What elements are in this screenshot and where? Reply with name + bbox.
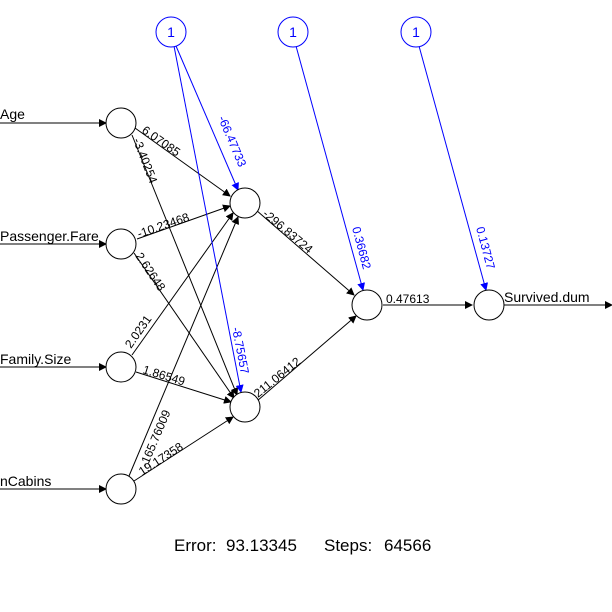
- bias-node-3: [400, 16, 432, 48]
- bias-label-3: 1: [412, 24, 420, 40]
- edge-fare-h1: [136, 204, 231, 240]
- edge-h1-o: [255, 209, 355, 296]
- weight-h2-o: 211.06412: [251, 354, 303, 400]
- edge-family-h1: [131, 212, 234, 356]
- node-hidden-1: [229, 187, 261, 219]
- node-input-fare: [105, 228, 137, 260]
- bias-node-1: [155, 16, 187, 48]
- steps-value: 64566: [384, 536, 431, 555]
- input-label-fare: Passenger.Fare: [0, 228, 99, 244]
- edge-age-h2: [131, 134, 239, 396]
- node-input-age: [105, 107, 137, 139]
- edge-bias1-h1: [175, 45, 239, 191]
- error-value: 93.13345: [226, 536, 297, 555]
- input-label-age: Age: [0, 106, 25, 122]
- error-label: Error:: [174, 536, 217, 555]
- weight-h1-o: -296.83724: [260, 207, 316, 257]
- edge-bias1-h2: [173, 45, 244, 393]
- edge-cabins-h1: [128, 216, 239, 477]
- bias-node-2: [277, 16, 309, 48]
- bias-label-1: 1: [167, 24, 175, 40]
- weight-fare-h2: 2.62648: [133, 250, 169, 294]
- edge-family-h2: [135, 371, 232, 404]
- node-output: [473, 289, 505, 321]
- input-label-family: Family.Size: [0, 351, 72, 367]
- node-output-hidden: [351, 289, 383, 321]
- weight-o-out: 0.47613: [386, 292, 430, 306]
- node-hidden-2: [229, 391, 261, 423]
- weight-fare-h1: -10.23468: [135, 210, 191, 241]
- input-label-cabins: nCabins: [0, 473, 51, 489]
- edge-cabins-h2: [133, 416, 234, 482]
- edge-h2-o: [256, 315, 357, 402]
- edge-bias2-o: [295, 45, 366, 291]
- weight-bias-o: 0.36682: [349, 225, 374, 271]
- edge-age-h1: [134, 127, 231, 197]
- edge-fare-h2: [133, 252, 235, 399]
- node-input-family: [105, 351, 137, 383]
- weight-family-h2: 1.86549: [141, 362, 187, 388]
- steps-label: Steps:: [324, 536, 372, 555]
- weight-family-h1: 2.0231: [122, 312, 155, 350]
- bias-label-2: 1: [289, 24, 297, 40]
- weight-bias-h2: -8.75657: [229, 326, 252, 375]
- output-label: Survived.dum: [504, 289, 590, 305]
- node-input-cabins: [105, 473, 137, 505]
- edge-bias3-out: [418, 45, 489, 291]
- weight-bias-h1: -66.47733: [215, 114, 249, 170]
- weight-bias-out: 0.13727: [473, 225, 498, 271]
